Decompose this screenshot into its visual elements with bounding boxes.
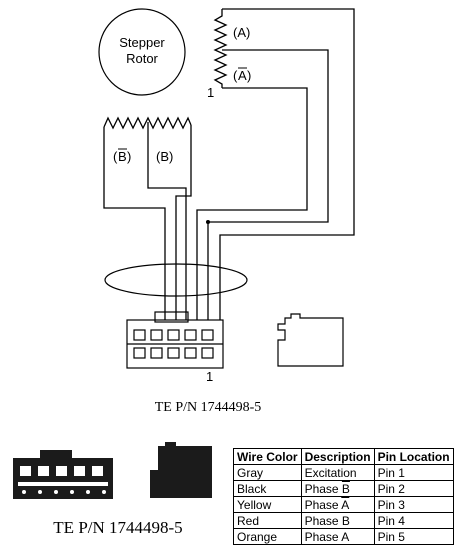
table-row: Yellow Phase A Pin 3 xyxy=(233,496,454,513)
coil-b-label: (B) xyxy=(156,149,173,164)
wire-phase-a xyxy=(219,8,355,320)
pin-location-cell: Pin 1 xyxy=(373,464,454,481)
wire-color-cell: Gray xyxy=(233,464,302,481)
coil-a-bar-label: ( A ) xyxy=(233,67,251,83)
pin-location-cell: Pin 4 xyxy=(373,512,454,529)
connector-side-view xyxy=(277,313,344,367)
caption-bottom: TE P/N 1744498-5 xyxy=(53,518,182,537)
wire-color-cell: Yellow xyxy=(233,496,302,513)
wire-coil-b-center xyxy=(147,122,187,320)
coil-a-center-tap-marker: 1 xyxy=(207,85,214,100)
wire-phase-a-bar xyxy=(196,87,308,320)
table-row: Gray Excitation Pin 1 xyxy=(233,464,454,481)
cable-bundle xyxy=(104,263,248,297)
wire-phase-b xyxy=(175,125,192,320)
description-cell: Phase B xyxy=(300,480,375,497)
header-pin-location: Pin Location xyxy=(373,448,454,465)
header-description: Description xyxy=(300,448,375,465)
coil-b-bar-label: ( B ) xyxy=(113,148,131,164)
table-row: Red Phase B Pin 4 xyxy=(233,512,454,529)
description-cell: Phase B xyxy=(300,512,375,529)
wire-color-cell: Red xyxy=(233,512,302,529)
connector-front-view xyxy=(126,311,224,369)
description-cell: Excitation xyxy=(300,464,375,481)
pin-table: Wire Color Description Pin Location Gray… xyxy=(233,448,454,545)
pin1-marker: 1 xyxy=(206,369,213,384)
wire-excitation xyxy=(207,49,329,320)
junction-dot xyxy=(206,220,210,224)
pin-location-cell: Pin 3 xyxy=(373,496,454,513)
connector-photo-side xyxy=(150,442,212,498)
coil-a-winding xyxy=(213,9,228,88)
svg-text:): ) xyxy=(247,68,251,83)
pin-table-header-row: Wire Color Description Pin Location xyxy=(233,448,454,465)
svg-text:A: A xyxy=(238,68,247,83)
caption-top: TE P/N 1744498-5 xyxy=(155,400,262,415)
description-cell: Phase A xyxy=(300,528,375,545)
svg-text:B: B xyxy=(118,149,127,164)
connector-photo-front xyxy=(13,450,113,499)
coil-b-winding xyxy=(103,116,192,130)
svg-text:): ) xyxy=(127,149,131,164)
header-wire-color: Wire Color xyxy=(233,448,302,465)
pin-location-cell: Pin 5 xyxy=(373,528,454,545)
table-row: Black Phase B Pin 2 xyxy=(233,480,454,497)
svg-text:(: ( xyxy=(233,68,238,83)
coil-a-label: (A) xyxy=(233,25,250,40)
stepper-rotor xyxy=(98,8,186,96)
svg-text:(: ( xyxy=(113,149,118,164)
wire-color-cell: Orange xyxy=(233,528,302,545)
rotor-label-line2: Rotor xyxy=(126,51,158,66)
wire-color-cell: Black xyxy=(233,480,302,497)
pin-location-cell: Pin 2 xyxy=(373,480,454,497)
table-row: Orange Phase A Pin 5 xyxy=(233,528,454,545)
description-cell: Phase A xyxy=(300,496,375,513)
rotor-label-line1: Stepper xyxy=(119,35,165,50)
